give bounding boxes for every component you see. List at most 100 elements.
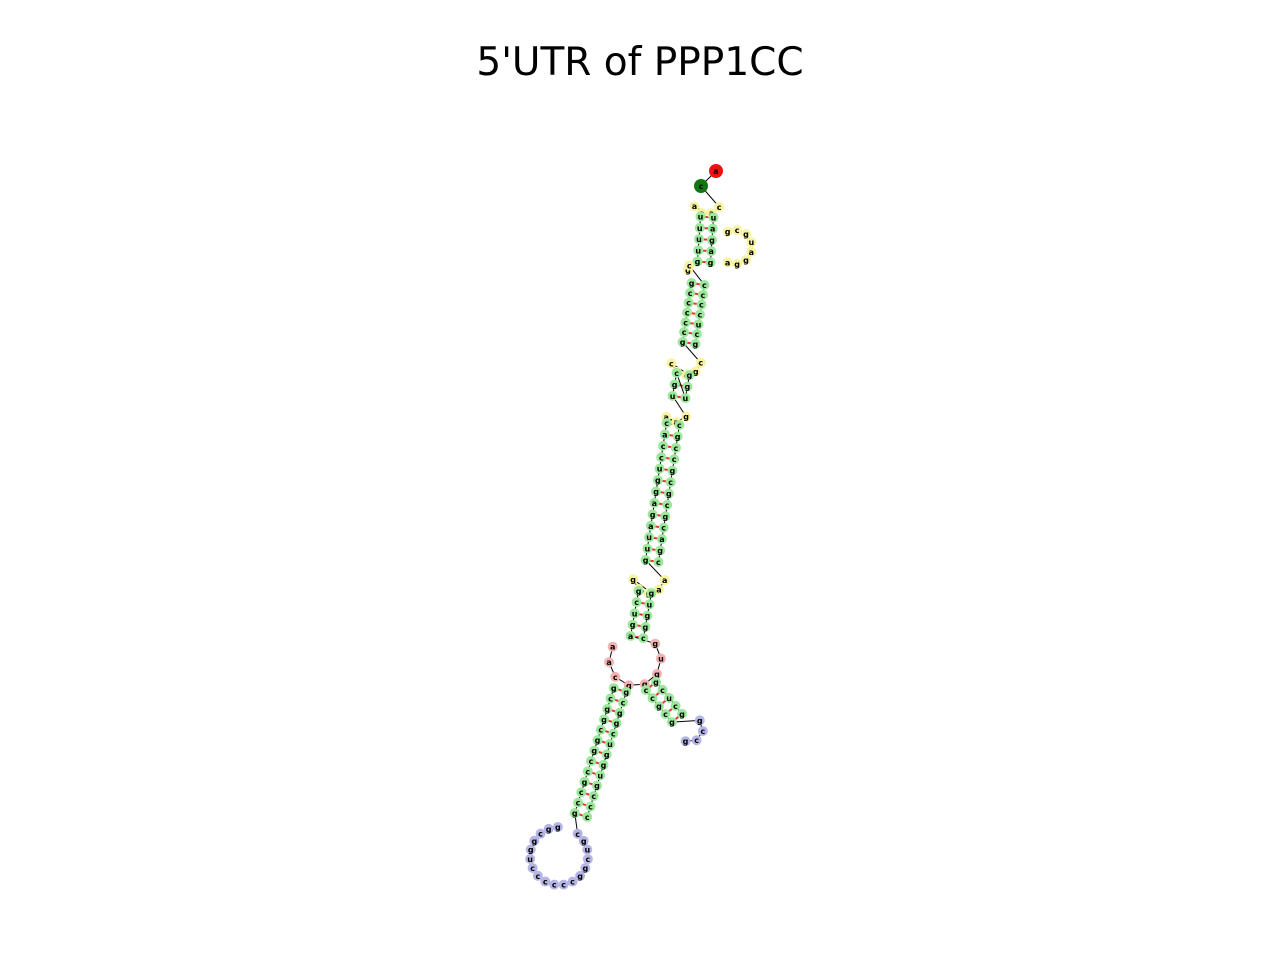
nucleotide-circle	[532, 870, 543, 881]
nucleotide-letter: g	[666, 489, 672, 498]
nucleotide-circle	[642, 543, 653, 554]
nucleotide-letter: u	[657, 465, 663, 474]
nucleotide-letter: a	[652, 499, 657, 508]
nucleotide-letter: c	[589, 757, 594, 766]
nucleotide-letter: c	[699, 182, 704, 191]
nucleotide: u	[525, 853, 536, 864]
nucleotide-letter: g	[679, 710, 685, 719]
nucleotide-letter: g	[582, 778, 588, 787]
nucleotide-circle	[605, 693, 616, 704]
nucleotide-letter: g	[652, 640, 658, 649]
nucleotide-letter: u	[683, 394, 689, 403]
nucleotide-letter: u	[698, 213, 704, 222]
nucleotide-circle	[706, 234, 717, 245]
nucleotide: u	[655, 653, 666, 664]
nucleotide-circle	[540, 876, 551, 887]
nucleotide: c	[665, 477, 676, 488]
nucleotide-letter: g	[657, 547, 663, 556]
nucleotide-circle	[599, 714, 610, 725]
nucleotide-letter: g	[572, 809, 578, 818]
nucleotide: g	[722, 226, 733, 237]
nucleotide-circle	[679, 327, 690, 338]
nucleotide-circle	[614, 707, 625, 718]
nucleotide-circle	[690, 338, 701, 349]
nucleotide: c	[671, 367, 682, 378]
nucleotide-circle	[646, 588, 657, 599]
nucleotide: c	[679, 327, 690, 338]
nucleotide: g	[663, 488, 674, 499]
nucleotide-letter: u	[696, 320, 702, 329]
nucleotide-letter: g	[656, 702, 662, 711]
nucleotide-letter: g	[685, 266, 691, 275]
nucleotide-circle	[651, 668, 662, 679]
nucleotide: c	[573, 797, 584, 808]
nucleotide-circle	[638, 633, 649, 644]
nucleotide-letter: c	[650, 694, 655, 703]
nucleotide-letter: g	[636, 587, 642, 596]
nucleotide-letter: c	[575, 830, 580, 839]
nucleotide-circle	[686, 278, 697, 289]
nucleotide-circle	[640, 555, 651, 566]
nucleotide-circle	[653, 701, 664, 712]
nucleotide-letter: g	[653, 678, 659, 687]
nucleotide: g	[651, 668, 662, 679]
nucleotide: c	[691, 329, 702, 340]
nucleotide: c	[588, 791, 599, 802]
nucleotide-circle	[582, 766, 593, 777]
nucleotide-circle	[672, 431, 683, 442]
nucleotide-letter: a	[710, 225, 715, 234]
nucleotide: c	[696, 299, 707, 310]
nucleotide: c	[697, 726, 708, 737]
nucleotide-letter: u	[695, 246, 701, 255]
nucleotide-letter: a	[628, 632, 633, 641]
nucleotide: u	[582, 844, 593, 855]
nucleotide-letter: a	[749, 248, 754, 257]
nucleotide-circle	[694, 222, 705, 233]
nucleotide: c	[535, 828, 546, 839]
nucleotide-circle	[653, 584, 664, 595]
nucleotide-letter: c	[694, 736, 699, 745]
nucleotide-letter: g	[528, 845, 534, 854]
nucleotide: u	[694, 222, 705, 233]
nucleotide-circle	[569, 808, 580, 819]
nucleotide-circle	[549, 879, 560, 890]
nucleotide-letter: c	[579, 788, 584, 797]
nucleotide-circle	[661, 418, 672, 429]
nucleotide: a	[656, 534, 667, 545]
nucleotide: g	[611, 718, 622, 729]
nucleotide-letter: c	[699, 301, 704, 310]
nucleotide: c	[660, 709, 671, 720]
nucleotide-letter: c	[688, 289, 693, 298]
nucleotide: a	[649, 497, 660, 508]
nucleotide-circle	[696, 299, 707, 310]
nucleotide-circle	[697, 289, 708, 300]
nucleotide-circle	[535, 828, 546, 839]
nucleotide: g	[543, 823, 554, 834]
nucleotide-letter: c	[683, 318, 688, 327]
nucleotide-letter: g	[643, 556, 649, 565]
nucleotide: g	[579, 776, 590, 787]
nucleotide: u	[695, 211, 706, 222]
nucleotide-letter: a	[713, 167, 718, 176]
nucleotide: u	[644, 532, 655, 543]
nucleotide: g	[591, 780, 602, 791]
nucleotide-circle	[651, 676, 662, 687]
nucleotide: u	[708, 212, 719, 223]
nucleotide: g	[669, 379, 680, 390]
nucleotide-circle	[669, 379, 680, 390]
nucleotide-letter: c	[621, 698, 626, 707]
nucleotide-circle	[658, 440, 669, 451]
nucleotide: c	[657, 684, 668, 695]
nucleotide: u	[654, 463, 665, 474]
nucleotide-letter: g	[687, 371, 693, 380]
nucleotide-letter: a	[725, 258, 730, 267]
nucleotide: a	[625, 630, 636, 641]
nucleotide-circle	[708, 212, 719, 223]
nucleotide: g	[666, 717, 677, 728]
nucleotide-circle	[666, 358, 677, 369]
nucleotide-letter: c	[644, 686, 649, 695]
nucleotide-circle	[670, 700, 681, 711]
nucleotide: c	[656, 452, 667, 463]
nucleotide-circle	[601, 749, 612, 760]
nucleotide-letter: u	[670, 392, 676, 401]
